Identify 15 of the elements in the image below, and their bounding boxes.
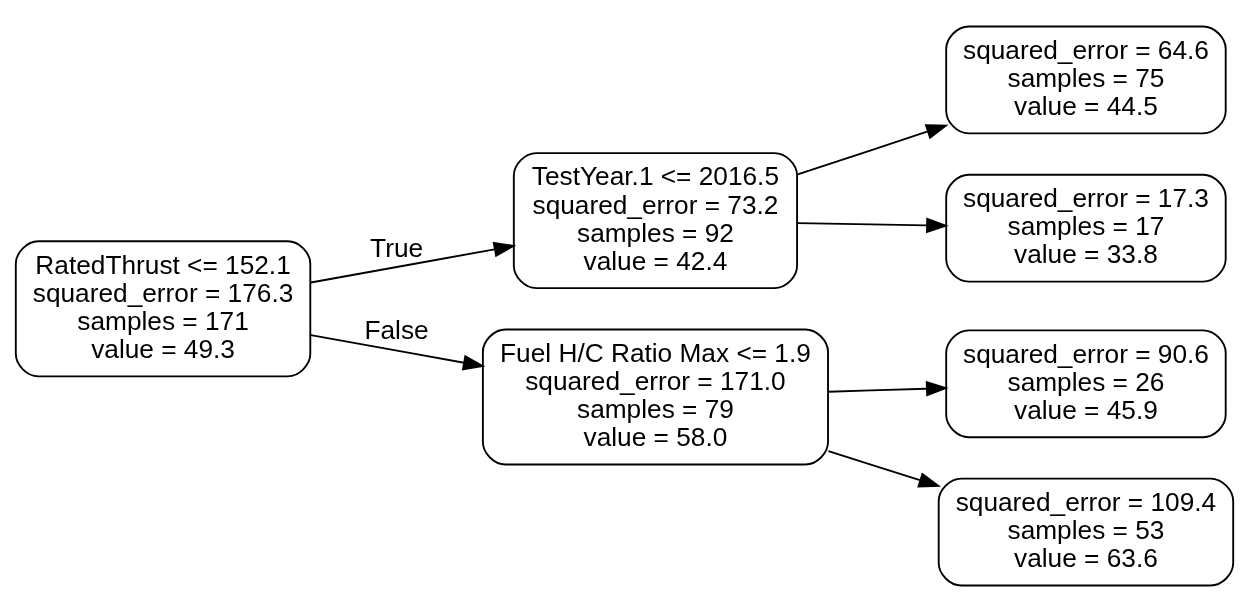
arrow [796,217,949,234]
arrow [827,450,942,488]
node-box: TestYear.1 <= 2016.5 squared_error = 73.2 samples = 92 value = 42.4 [512,152,799,290]
edge-label: False [364,315,429,346]
arrow [309,334,486,371]
node-box: Fuel H/C Ratio Max <= 1.9 squared_error = 171.0 samples = 79 value = 58.0 [481,328,829,466]
edge-label: True [370,232,424,263]
node-box: squared_error = 90.6 samples = 26 value = 45.9 [945,329,1227,439]
arrow [827,380,949,397]
node-box: squared_error = 64.6 samples = 75 value = 44.5 [945,25,1227,135]
node-box: RatedThrust <= 152.1 squared_error = 176.3 samples = 171 value = 49.3 [14,240,312,378]
arrow [309,241,517,284]
node-box: squared_error = 17.3 samples = 17 value = 33.8 [945,173,1227,283]
node-box: squared_error = 109.4 samples = 53 value = 63.6 [937,477,1235,587]
arrow [796,124,949,176]
